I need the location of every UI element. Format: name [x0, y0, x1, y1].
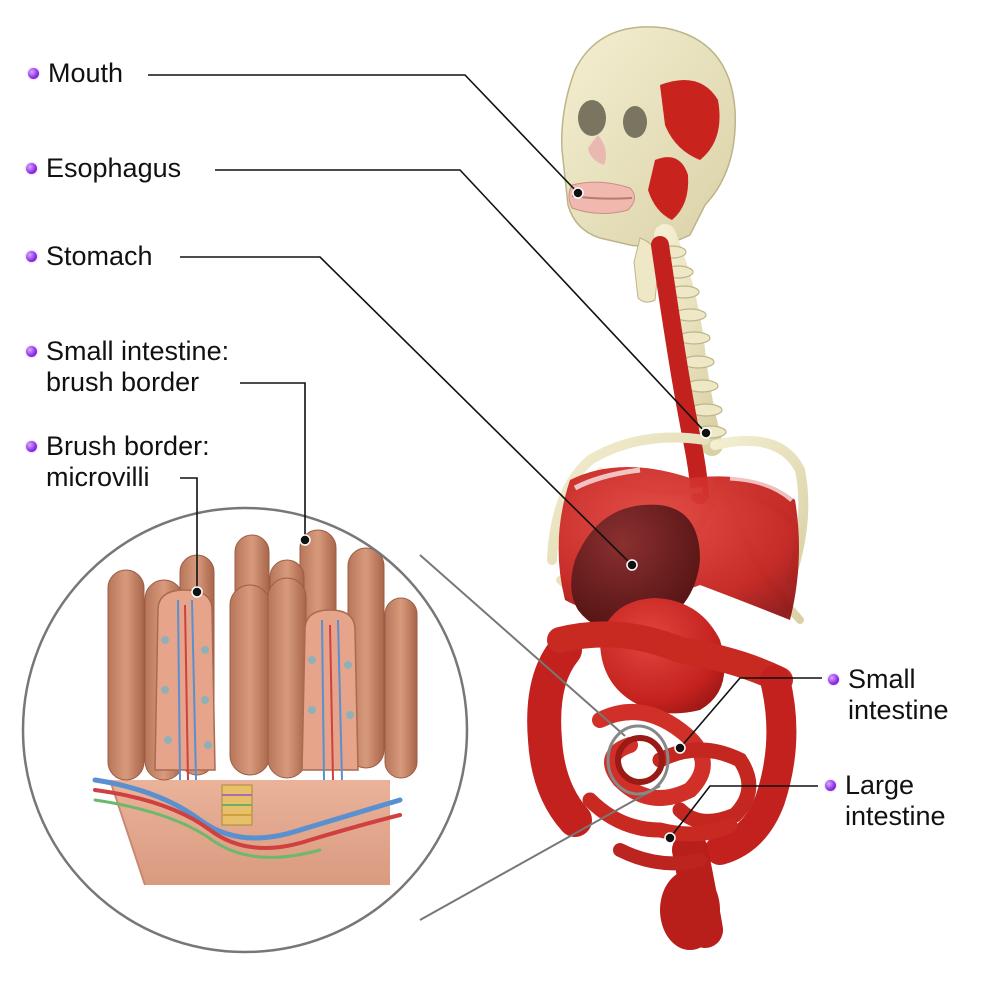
label-brush-border-line1: Small intestine: — [46, 336, 230, 366]
label-stomach-text: Stomach — [46, 241, 153, 271]
bullet-icon — [26, 441, 37, 452]
label-brush-border: Small intestine: brush border — [26, 336, 230, 398]
label-microvilli-line1: Brush border: — [46, 431, 210, 461]
label-esophagus-text: Esophagus — [46, 153, 182, 183]
leader-endpoints — [191, 187, 712, 844]
label-mouth: Mouth — [28, 58, 124, 89]
leader-esophagus — [215, 169, 707, 434]
label-microvilli-line2: microvilli — [46, 462, 150, 492]
leader-mouth — [148, 74, 579, 194]
leader-stomach — [180, 256, 633, 566]
bullet-icon — [26, 163, 37, 174]
label-small-intestine-line2: intestine — [848, 695, 949, 725]
cross-section-villi — [154, 589, 359, 781]
label-small-intestine: Small intestine — [828, 664, 949, 726]
label-stomach: Stomach — [26, 241, 153, 272]
leader-large-intestine — [669, 785, 818, 839]
microvilli-inset — [21, 506, 469, 954]
blood-vessels — [92, 777, 403, 859]
leader-brush-border — [240, 382, 306, 540]
leader-microvilli — [180, 477, 198, 592]
bullet-icon — [825, 780, 836, 791]
esophagus-organ — [651, 236, 709, 504]
leader-small-intestine — [679, 677, 822, 749]
label-large-intestine-line2: intestine — [845, 801, 946, 831]
bullet-icon — [26, 251, 37, 262]
bullet-icon — [828, 674, 839, 685]
label-mouth-text: Mouth — [48, 58, 124, 88]
label-esophagus: Esophagus — [26, 153, 182, 184]
leader-lines — [148, 74, 822, 839]
label-small-intestine-line1: Small — [848, 664, 916, 694]
label-large-intestine: Large intestine — [825, 770, 946, 832]
crypt — [221, 784, 253, 826]
body-figure — [527, 26, 809, 950]
bullet-icon — [28, 68, 39, 79]
label-brush-border-line2: brush border — [46, 367, 200, 397]
zoom-connector — [419, 554, 670, 921]
label-microvilli: Brush border: microvilli — [26, 431, 210, 493]
label-large-intestine-line1: Large — [845, 770, 915, 800]
skull — [561, 26, 736, 247]
bullet-icon — [26, 346, 37, 357]
